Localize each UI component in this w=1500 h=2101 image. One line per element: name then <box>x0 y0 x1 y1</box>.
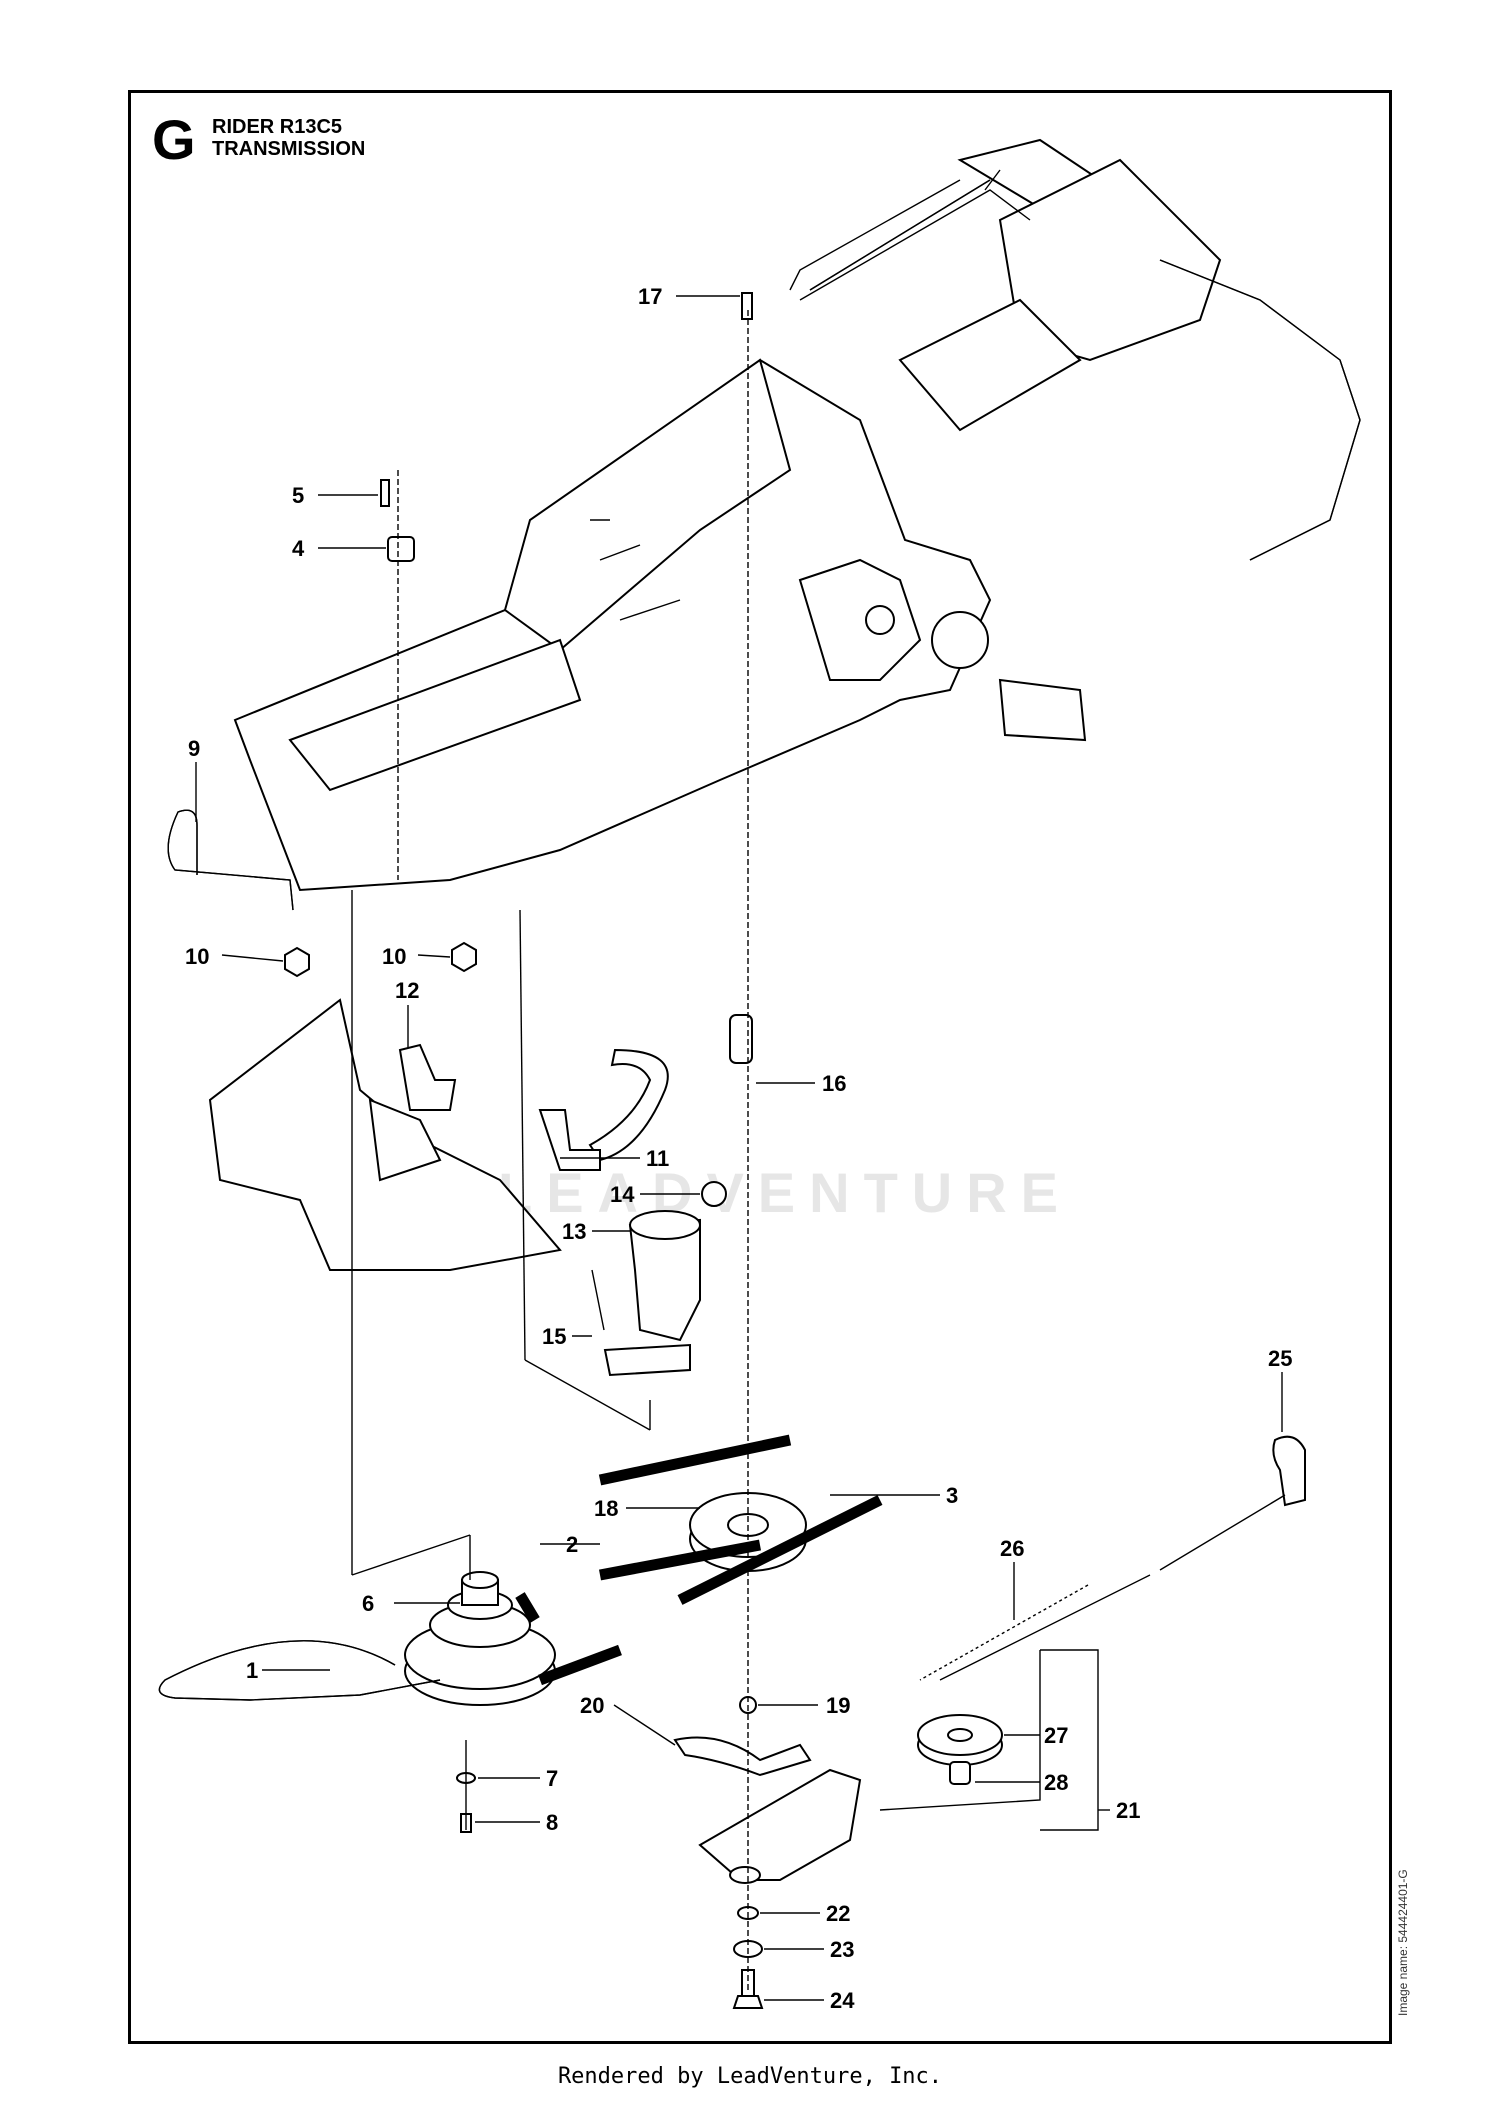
callout-4: 4 <box>292 536 305 561</box>
callout-28: 28 <box>1044 1770 1068 1795</box>
callout-6: 6 <box>362 1591 374 1616</box>
callout-21: 21 <box>1116 1798 1140 1823</box>
callout-25: 25 <box>1268 1346 1292 1371</box>
callout-1: 1 <box>246 1658 258 1683</box>
callout-24: 24 <box>830 1988 855 2013</box>
callout-3: 3 <box>946 1483 958 1508</box>
callout-9: 9 <box>188 736 200 761</box>
callout-12: 12 <box>395 978 419 1003</box>
callout-labels: 17 5 4 9 10 10 12 16 11 14 13 15 25 18 3… <box>185 284 1292 2013</box>
callout-22: 22 <box>826 1901 850 1926</box>
diagram-frame <box>128 90 1392 2044</box>
callout-18: 18 <box>594 1496 618 1521</box>
callout-14: 14 <box>610 1182 635 1207</box>
callout-19: 19 <box>826 1693 850 1718</box>
callout-2: 2 <box>566 1532 578 1557</box>
callout-13: 13 <box>562 1219 586 1244</box>
callout-23: 23 <box>830 1937 854 1962</box>
callout-17: 17 <box>638 284 662 309</box>
callout-10b: 10 <box>382 944 406 969</box>
section-title: TRANSMISSION <box>212 138 366 160</box>
watermark-text: LEADVENTURE <box>498 1161 1073 1224</box>
callout-11: 11 <box>646 1146 669 1171</box>
callout-8: 8 <box>546 1810 558 1835</box>
callout-10a: 10 <box>185 944 209 969</box>
callout-26: 26 <box>1000 1536 1024 1561</box>
callout-16: 16 <box>822 1071 846 1096</box>
assembly-lines <box>351 310 1099 1990</box>
chassis-frame-drawing <box>208 138 1361 1271</box>
title-block: RIDER R13C5 TRANSMISSION <box>212 116 365 160</box>
section-letter: G <box>152 108 196 171</box>
callout-5: 5 <box>292 483 304 508</box>
callout-15: 15 <box>542 1324 566 1349</box>
callout-20: 20 <box>580 1693 604 1718</box>
footer-credit: Rendered by LeadVenture, Inc. <box>557 2064 943 2089</box>
callout-27: 27 <box>1044 1723 1068 1748</box>
leader-lines <box>195 295 1283 2001</box>
small-parts-drawing <box>158 292 1306 2009</box>
image-name-label: Image name: 544424401-G <box>1396 1869 1410 2016</box>
model-name: RIDER R13C5 <box>212 116 343 138</box>
callout-7: 7 <box>546 1766 558 1791</box>
